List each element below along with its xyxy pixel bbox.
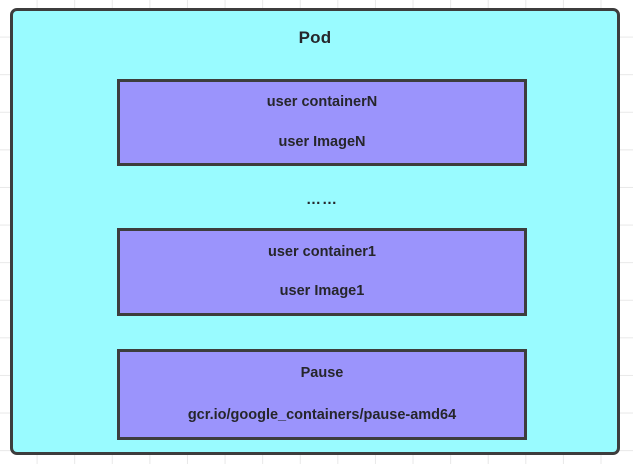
container-name-1: user container1: [268, 243, 376, 260]
ellipsis-separator: ……: [306, 191, 338, 208]
container-image-pause: gcr.io/google_containers/pause-amd64: [187, 406, 457, 423]
container-image-1: user Image1: [279, 283, 365, 299]
container-box-pause: Pause gcr.io/google_containers/pause-amd…: [117, 349, 527, 440]
container-box-1: user container1 user Image1: [117, 228, 527, 316]
pod-container: Pod user containerN user ImageN …… user …: [10, 8, 620, 455]
container-name-n: user containerN: [266, 94, 378, 111]
container-name-pause: Pause: [300, 365, 344, 382]
container-image-n: user ImageN: [278, 133, 366, 150]
container-box-n: user containerN user ImageN: [117, 79, 527, 166]
pod-title: Pod: [298, 28, 332, 47]
